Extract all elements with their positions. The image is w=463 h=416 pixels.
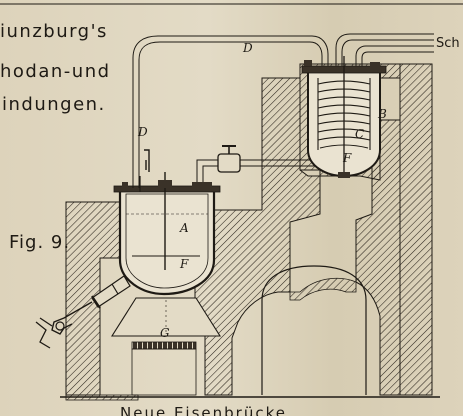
connecting-pipe (192, 145, 318, 189)
label-f-vessel: F (179, 257, 189, 271)
masonry-center (194, 77, 321, 396)
label-b: B (377, 107, 387, 121)
label-a: A (179, 221, 189, 235)
label-sch: Sch (436, 36, 460, 51)
label-c: C (355, 127, 364, 141)
arch-opening (261, 265, 367, 395)
footer-caption: Neue Eisenbrücke (120, 404, 287, 416)
label-d-upper: D (242, 41, 253, 55)
label-g: G (160, 326, 170, 340)
heading-line-2: hodan-und (0, 61, 111, 82)
label-f-coil: F (342, 151, 352, 165)
figure-label: Fig. 9. (9, 232, 71, 253)
grate-g (131, 341, 197, 350)
reaction-vessel (113, 149, 221, 296)
outlet-pipes (335, 33, 434, 66)
drain-pipe (35, 275, 131, 349)
heading-line-1: iunzburg's (0, 21, 108, 42)
label-d-left: D (137, 125, 148, 139)
heading-line-3: indungen. (2, 94, 106, 115)
condenser (301, 56, 387, 178)
furnace-hearth (111, 297, 221, 396)
pipe-d (132, 35, 329, 188)
